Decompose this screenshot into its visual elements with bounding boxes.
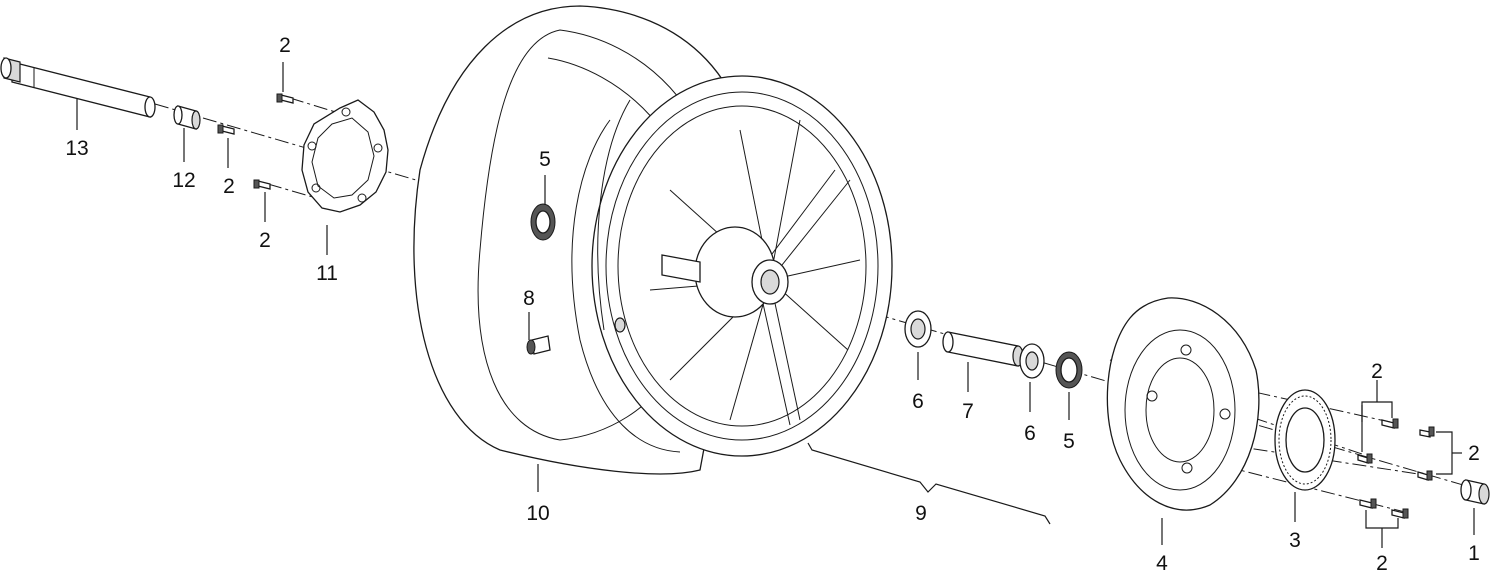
label-bolts-upper: 2 — [1371, 360, 1383, 383]
label-sprocket-carrier: 11 — [316, 262, 338, 285]
label-seal-right: 5 — [1063, 430, 1075, 453]
label-tire: 10 — [526, 502, 549, 525]
disc-bolt-1 — [1381, 418, 1399, 429]
axle-part — [0, 57, 156, 118]
label-bolt-top: 2 — [279, 34, 291, 57]
label-bearing-right: 6 — [1024, 422, 1036, 445]
label-abs-ring: 3 — [1289, 529, 1301, 552]
disc-bolt-3 — [1357, 453, 1373, 464]
sprocket-carrier-part — [301, 99, 389, 213]
label-bolt-middle: 2 — [223, 175, 235, 198]
leader-lines — [76, 62, 1475, 548]
abs-ring-part — [1274, 389, 1336, 491]
label-bolts-right: 2 — [1468, 442, 1480, 465]
label-valve: 8 — [523, 287, 535, 310]
disc-bolt-4 — [1417, 470, 1433, 481]
label-hub-spacer: 7 — [962, 400, 974, 423]
label-seal-left: 5 — [539, 148, 551, 171]
carrier-bolt-middle — [217, 124, 235, 135]
seal-right-part — [1055, 351, 1083, 389]
wheel-assembly-bracket — [807, 442, 1051, 525]
label-wheel-assembly: 9 — [915, 502, 927, 525]
callout-labels: 13 12 2 2 2 11 5 8 10 9 6 7 6 5 4 3 2 2 … — [65, 34, 1480, 573]
hub-spacer-part — [942, 331, 1024, 367]
valve-part — [526, 317, 626, 355]
bearing-right-part — [1019, 343, 1045, 379]
disc-bolt-6 — [1391, 508, 1409, 519]
disc-bolt-5 — [1359, 498, 1377, 509]
bearing-left-part — [904, 310, 932, 348]
axle-spacer-part — [173, 105, 201, 130]
wheel-hub-part — [661, 226, 789, 318]
carrier-bolt-lower — [253, 179, 271, 190]
disc-bolt-2 — [1419, 426, 1435, 438]
label-bearing-left: 6 — [912, 390, 924, 413]
label-bolts-lower: 2 — [1376, 552, 1388, 573]
label-axle: 13 — [65, 137, 88, 160]
seal-left-part — [530, 203, 556, 241]
brake-disc-part — [1106, 297, 1260, 511]
carrier-bolt-upper — [276, 93, 294, 104]
side-spacer-part — [1460, 479, 1490, 505]
label-side-spacer: 1 — [1468, 542, 1480, 565]
label-axle-spacer: 12 — [172, 169, 195, 192]
label-brake-disc: 4 — [1156, 552, 1168, 573]
label-bolt-lower: 2 — [259, 229, 271, 252]
